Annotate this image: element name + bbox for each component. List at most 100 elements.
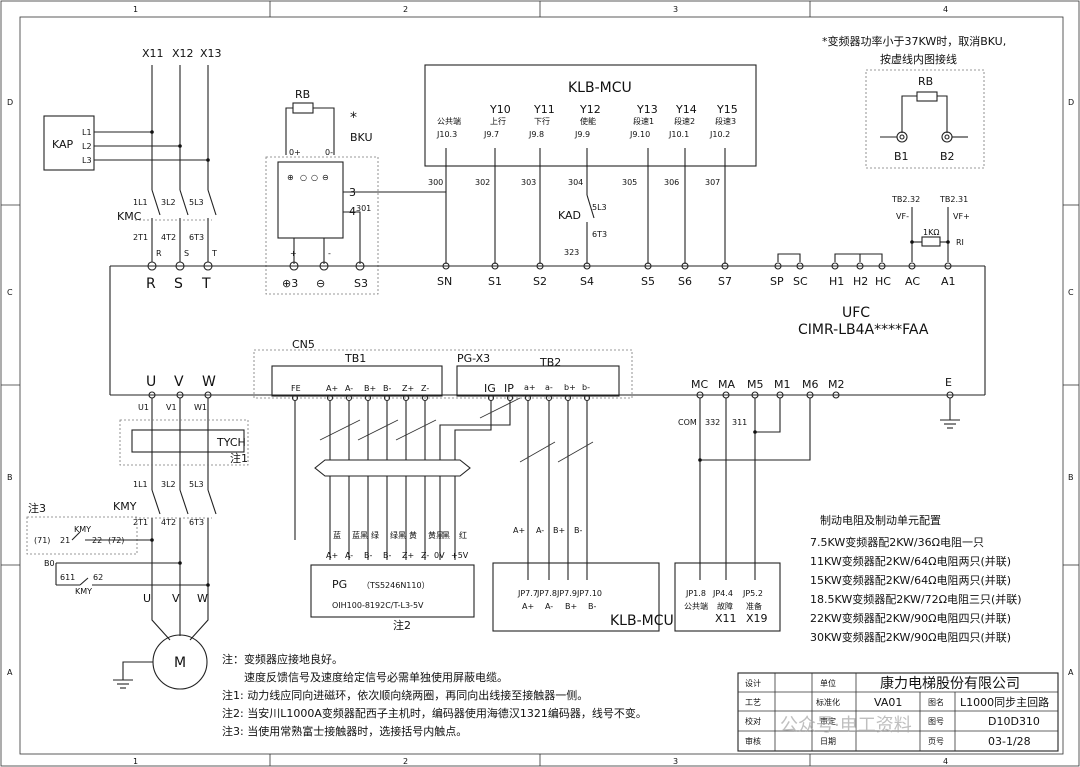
pg-w-5: Z-: [421, 551, 429, 560]
aux-62: 62: [93, 573, 103, 582]
ufc-term-t: T: [201, 276, 211, 292]
bku-note: *变频器功率小于37KW时，取消BKU,: [822, 34, 1006, 48]
ufc-term-m6: M6: [802, 378, 819, 391]
mcu-sub-1: 上行: [490, 116, 506, 126]
bku-inset: RB B1 B2: [865, 69, 985, 169]
ufc-term-a1: A1: [941, 275, 956, 288]
relay-jp-2: JP5.2: [742, 589, 763, 598]
ufc-term-s2: S2: [533, 275, 547, 288]
vf-plus: VF+: [953, 212, 970, 221]
mcu-y15: Y15: [716, 103, 738, 116]
pg-c-3: 绿黑: [390, 531, 406, 540]
mcu2-jp-0: JP7.7: [517, 589, 538, 598]
tb1-pin-fe: FE: [291, 384, 301, 393]
kad-label: KAD: [558, 209, 581, 222]
col-label: 1: [133, 5, 138, 14]
inset-b1-label: B1: [894, 150, 909, 163]
u1-label: U1: [138, 403, 149, 412]
kmc-top-3: 5L3: [189, 198, 204, 207]
wire-311: 311: [732, 418, 747, 427]
motor-section: U1 V1 W1 TYCH 注1 1L1 3L2 5L3 KMY 2T1 4T2…: [26, 398, 249, 690]
relay-sub-0: 公共端: [684, 601, 708, 611]
row-label: C: [1068, 288, 1074, 297]
tb2-a-plus: a+: [524, 383, 536, 392]
tb-company: 康力电梯股份有限公司: [880, 675, 1020, 692]
row-label: B: [7, 473, 13, 482]
bku-rb-label: RB: [295, 88, 310, 101]
pg-c-0: 蓝: [333, 530, 341, 540]
pg-part: （TS5246N110）: [362, 581, 430, 590]
ufc-term-sp: SP: [770, 275, 784, 288]
pg-w-4: Z+: [402, 551, 414, 560]
rst-s: S: [184, 249, 189, 258]
mcu2-b-minus: B-: [574, 526, 582, 535]
pg-c-6: 黑: [442, 531, 450, 540]
tb2-label: TB2: [539, 356, 561, 369]
brake-row-2: 15KW变频器配2KW/64Ω电阻两只(并联): [810, 573, 1011, 587]
svg-text:○: ○: [300, 173, 307, 182]
pg-c-2: 绿: [371, 531, 379, 540]
wire-307: 307: [705, 178, 720, 187]
res-1k: 1KΩ: [923, 228, 939, 237]
pg-w-1: A-: [345, 551, 353, 560]
ufc-term-sn: SN: [437, 275, 452, 288]
mcu-j-1: J9.7: [483, 130, 499, 139]
pg-c-4: 黄: [409, 530, 417, 540]
ufc-top-terminals: [147, 261, 952, 271]
ufc-term-ma: MA: [718, 378, 735, 391]
motor-v: V: [172, 592, 180, 605]
mcu-j-3: J9.9: [574, 130, 590, 139]
row-label: A: [7, 668, 13, 677]
mcu-top: KLB-MCU Y10 Y11 Y12 Y13 Y14 Y15 公共端 上行 下…: [424, 64, 757, 264]
ufc-term-s4: S4: [580, 275, 594, 288]
mcu2-b-plus: B+: [553, 526, 565, 535]
note2-label: 注2: [393, 618, 411, 632]
mcu-sub-2: 下行: [534, 116, 550, 126]
bku-plus: +: [290, 249, 297, 258]
ufc-term-w: W: [202, 374, 216, 390]
pgx3-ip: IP: [504, 382, 514, 395]
pg-model: OIH100-8192C/T-L3-5V: [332, 601, 424, 610]
brake-row-0: 7.5KW变频器配2KW/36Ω电阻一只: [810, 535, 984, 549]
bku-star: *: [350, 110, 357, 126]
note-2: 注1: 动力线应同向进磁环，依次顺向绕两圈，再同向出线接至接触器一侧。: [222, 688, 588, 702]
column-markers: 1 2 3 4 1 2 3 4: [133, 1, 948, 766]
w1-label: W1: [194, 403, 207, 412]
mcu-j-2: J9.8: [528, 130, 544, 139]
rst-r: R: [156, 249, 162, 258]
x12-label: X12: [172, 47, 194, 60]
note1-label: 注1: [230, 451, 248, 465]
col-label: 4: [943, 5, 948, 14]
mcu-title: KLB-MCU: [568, 80, 632, 96]
tb1-label: TB1: [344, 352, 366, 365]
kad-top: 5L3: [592, 203, 607, 212]
pg-w-2: B-: [364, 551, 372, 560]
tb-page-label: 页号: [928, 737, 944, 746]
bku-top-minus: 0-: [325, 148, 333, 157]
ufc-term-ac: AC: [905, 275, 920, 288]
inset-rb-label: RB: [918, 75, 933, 88]
brake-row-1: 11KW变频器配2KW/64Ω电阻两只(并联): [810, 554, 1011, 568]
phase-l1: L1: [82, 128, 92, 137]
bku-term-3: S3: [354, 277, 368, 290]
ufc-term-s: S: [174, 276, 183, 292]
ufc-term-v: V: [174, 374, 184, 390]
kmy-bot-1: 2T1: [133, 518, 148, 527]
b0-label: B0: [44, 559, 55, 568]
svg-text:⊕: ⊕: [287, 173, 294, 182]
bku-unit: RB * BKU 0+ 0- ⊕○○⊖ 3 4 301 + - ⊕3 ⊖ S3: [265, 88, 447, 295]
ufc-term-sc: SC: [793, 275, 808, 288]
wire-305: 305: [622, 178, 637, 187]
aux-kmy2: KMY: [75, 587, 92, 596]
note-4: 注3: 当使用常熟富士接触器时，选接括号内触点。: [222, 724, 467, 738]
pgx3-ig: IG: [484, 382, 496, 395]
tb2-a-minus: a-: [545, 383, 553, 392]
aux-71: (71): [34, 536, 50, 545]
kmc-top-1: 1L1: [133, 198, 148, 207]
relay-x19: X19: [746, 612, 768, 625]
mcu-y10: Y10: [489, 103, 511, 116]
tb-page: 03-1/28: [988, 735, 1031, 748]
ufc-term-e: E: [945, 376, 952, 389]
encoder-section: CN5 TB1 PG-X3 TB2 FE A+ A- B+ B- Z+ Z- I…: [253, 338, 811, 632]
